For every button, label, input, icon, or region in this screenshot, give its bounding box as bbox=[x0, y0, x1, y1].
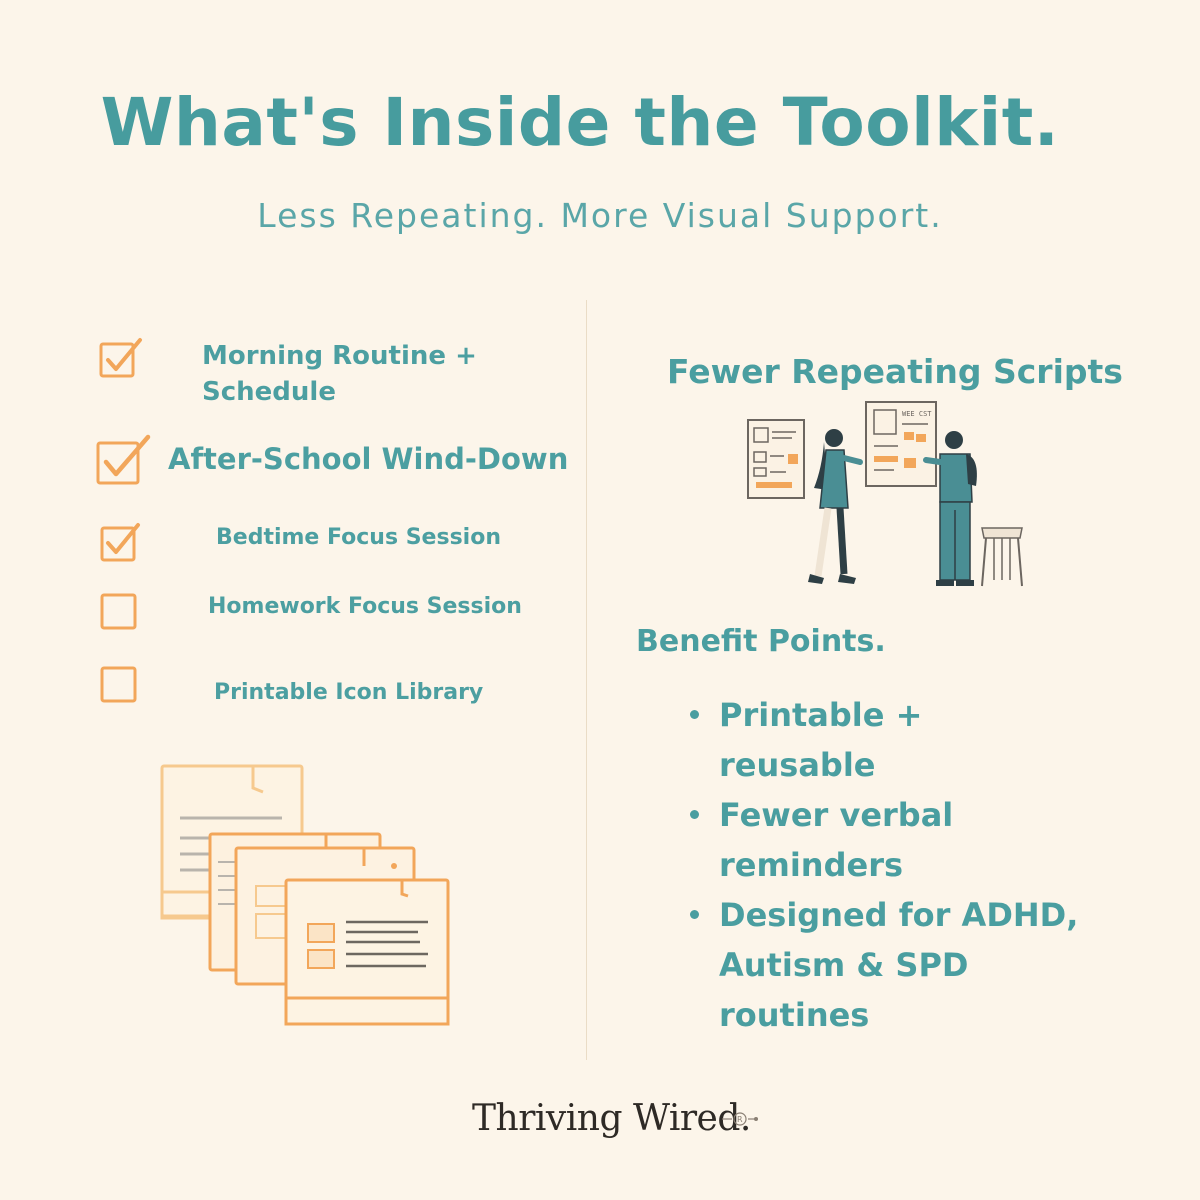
benefit-heading: Benefit Points. bbox=[636, 624, 886, 659]
benefit-line: Printable + reusable bbox=[719, 696, 923, 784]
checked-box-icon bbox=[99, 338, 142, 378]
benefit-list: Printable + reusable Fewer verbal remind… bbox=[690, 690, 1090, 1040]
svg-text:R: R bbox=[737, 1115, 743, 1124]
checklist-label: Morning Routine + Schedule bbox=[202, 338, 477, 410]
checklist-label-line: Morning Routine + bbox=[202, 341, 477, 371]
checklist-label: After-School Wind-Down bbox=[168, 442, 569, 476]
scripts-heading: Fewer Repeating Scripts bbox=[667, 352, 1123, 391]
checklist-item-icon-library[interactable]: Printable Icon Library bbox=[98, 664, 498, 708]
checklist-label: Printable Icon Library bbox=[214, 680, 484, 705]
empty-box-icon bbox=[100, 666, 137, 703]
column-divider bbox=[586, 300, 587, 1060]
checklist-item-after-school[interactable]: After-School Wind-Down bbox=[94, 434, 568, 494]
svg-text:WEE CST: WEE CST bbox=[902, 410, 932, 418]
checklist-item-morning-routine[interactable]: Morning Routine + Schedule bbox=[96, 336, 496, 416]
page-subtitle: Less Repeating. More Visual Support. bbox=[257, 196, 943, 235]
list-item: Printable + reusable bbox=[690, 690, 1090, 790]
checked-box-icon bbox=[96, 434, 151, 485]
benefit-line: Autism & SPD bbox=[719, 946, 969, 984]
checklist-label: Homework Focus Session bbox=[208, 594, 522, 619]
empty-box-icon bbox=[100, 593, 137, 630]
worksheets-stack-icon bbox=[160, 764, 450, 1026]
registered-mark-icon: R bbox=[722, 1112, 758, 1126]
benefit-line: routines bbox=[719, 996, 870, 1034]
bullet-icon bbox=[690, 810, 699, 819]
benefit-line: reminders bbox=[719, 846, 904, 884]
brand-logo-text: Thriving Wired. bbox=[472, 1098, 751, 1139]
checklist-label: Bedtime Focus Session bbox=[216, 525, 501, 550]
checklist-label-line: Schedule bbox=[202, 377, 336, 407]
page-title: What's Inside the Toolkit. bbox=[100, 84, 1060, 161]
checklist-item-bedtime[interactable]: Bedtime Focus Session bbox=[98, 520, 501, 570]
bullet-icon bbox=[690, 910, 699, 919]
list-item: Fewer verbal reminders bbox=[690, 790, 1090, 890]
checked-box-icon bbox=[100, 523, 140, 562]
checklist-item-homework[interactable]: Homework Focus Session bbox=[98, 590, 522, 634]
list-item: Designed for ADHD, Autism & SPD routines bbox=[690, 890, 1090, 1040]
benefit-line: Designed for ADHD, bbox=[719, 896, 1079, 934]
two-people-at-board-illustration: WEE CST bbox=[747, 401, 1023, 587]
benefit-line: Fewer verbal bbox=[719, 796, 954, 834]
bullet-icon bbox=[690, 710, 699, 719]
